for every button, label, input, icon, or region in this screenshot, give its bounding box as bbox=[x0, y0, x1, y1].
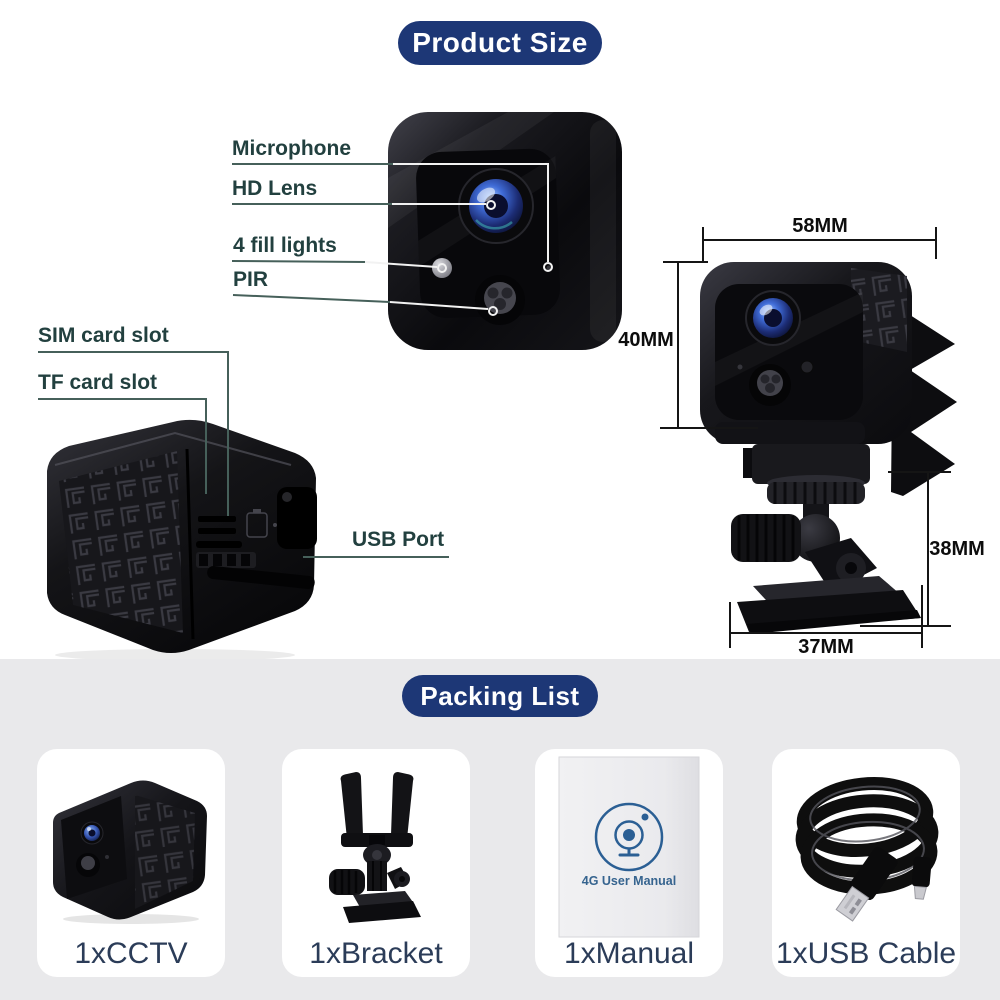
card-label-usb-cable: 1xUSB Cable bbox=[775, 937, 957, 970]
webcam-icon bbox=[594, 802, 664, 872]
product-size-title-badge: Product Size bbox=[398, 21, 602, 65]
bracket-camera-image bbox=[700, 262, 957, 634]
manual-title-text: 4G User Manual bbox=[582, 874, 676, 888]
callout-label-tf-slot: TF card slot bbox=[38, 371, 158, 394]
usb-cable-image bbox=[795, 777, 939, 922]
callout-label-microphone: Microphone bbox=[232, 137, 351, 160]
callout-label-hd-lens: HD Lens bbox=[232, 177, 318, 200]
card-label-bracket: 1xBracket bbox=[309, 937, 443, 970]
front-camera-image bbox=[388, 112, 622, 350]
mini-usb-connector bbox=[911, 856, 932, 900]
packing-list-title-badge: Packing List bbox=[402, 675, 598, 717]
callout-label-fill-lights: 4 fill lights bbox=[233, 234, 337, 257]
maze-texture bbox=[59, 451, 183, 633]
packing-card-cctv: 1xCCTV bbox=[37, 749, 225, 977]
pir-sensor bbox=[749, 364, 791, 406]
callout-label-usb-port: USB Port bbox=[352, 528, 445, 551]
card-slots bbox=[196, 516, 256, 568]
microphone-hole bbox=[546, 265, 552, 271]
callout-label-pir: PIR bbox=[233, 268, 269, 291]
usb-a-connector bbox=[835, 846, 898, 922]
manual-image: 4G User Manual bbox=[558, 756, 700, 938]
usb-port bbox=[277, 487, 317, 549]
pir-sensor bbox=[475, 275, 525, 325]
callout-line-pir bbox=[232, 294, 391, 303]
card-label-cctv: 1xCCTV bbox=[74, 937, 188, 970]
callout-label-sim-slot: SIM card slot bbox=[38, 324, 169, 347]
dimension-58mm: 58MM bbox=[792, 215, 848, 237]
hd-lens bbox=[458, 168, 534, 244]
dimension-38mm: 38MM bbox=[929, 538, 985, 560]
hd-lens bbox=[745, 290, 801, 346]
fill-light bbox=[432, 258, 452, 278]
card-label-manual: 1xManual bbox=[563, 937, 695, 970]
packing-card-usb-cable: 1xUSB Cable bbox=[772, 749, 960, 977]
back-camera-image bbox=[47, 419, 317, 661]
cctv-camera-image bbox=[53, 780, 207, 924]
packing-card-manual: 4G User Manual 1xManual bbox=[535, 749, 723, 977]
dimension-40mm: 40MM bbox=[618, 329, 674, 351]
dimension-37mm: 37MM bbox=[798, 636, 854, 658]
packing-card-bracket: 1xBracket bbox=[282, 749, 470, 977]
callout-line-fill-lights bbox=[231, 260, 366, 263]
bracket-image bbox=[329, 772, 421, 923]
